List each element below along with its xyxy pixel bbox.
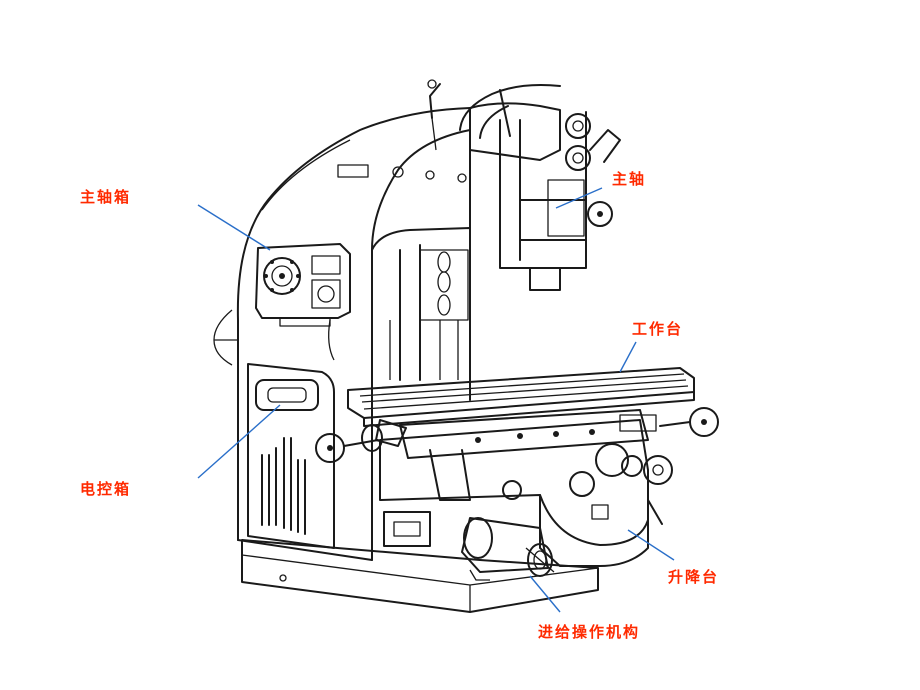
leader-worktable <box>619 341 637 373</box>
leader-spindle <box>555 187 603 209</box>
label-spindle-box: 主轴箱 <box>80 188 132 206</box>
leader-lifting-table <box>627 529 675 561</box>
label-lifting-table: 升降台 <box>668 568 720 586</box>
leader-lines <box>197 187 675 613</box>
electric-box <box>247 319 335 549</box>
leader-feed-mechanism <box>529 575 561 613</box>
label-spindle: 主轴 <box>612 170 647 188</box>
leader-electric-box <box>197 404 281 479</box>
feed-mechanism-body <box>461 517 555 581</box>
left-handwheel <box>315 419 407 463</box>
label-feed-mechanism: 进给操作机构 <box>538 623 641 641</box>
label-electric-box: 电控箱 <box>80 480 132 498</box>
spindle-head <box>427 79 621 291</box>
spindle-box-panel <box>255 243 351 327</box>
saddle <box>399 409 657 501</box>
worktable-body <box>347 367 719 437</box>
machine-column <box>213 107 471 561</box>
lifting-table-body <box>379 419 673 567</box>
label-worktable: 工作台 <box>632 320 684 338</box>
machine-base <box>241 539 599 613</box>
leader-spindle-box <box>197 204 271 251</box>
